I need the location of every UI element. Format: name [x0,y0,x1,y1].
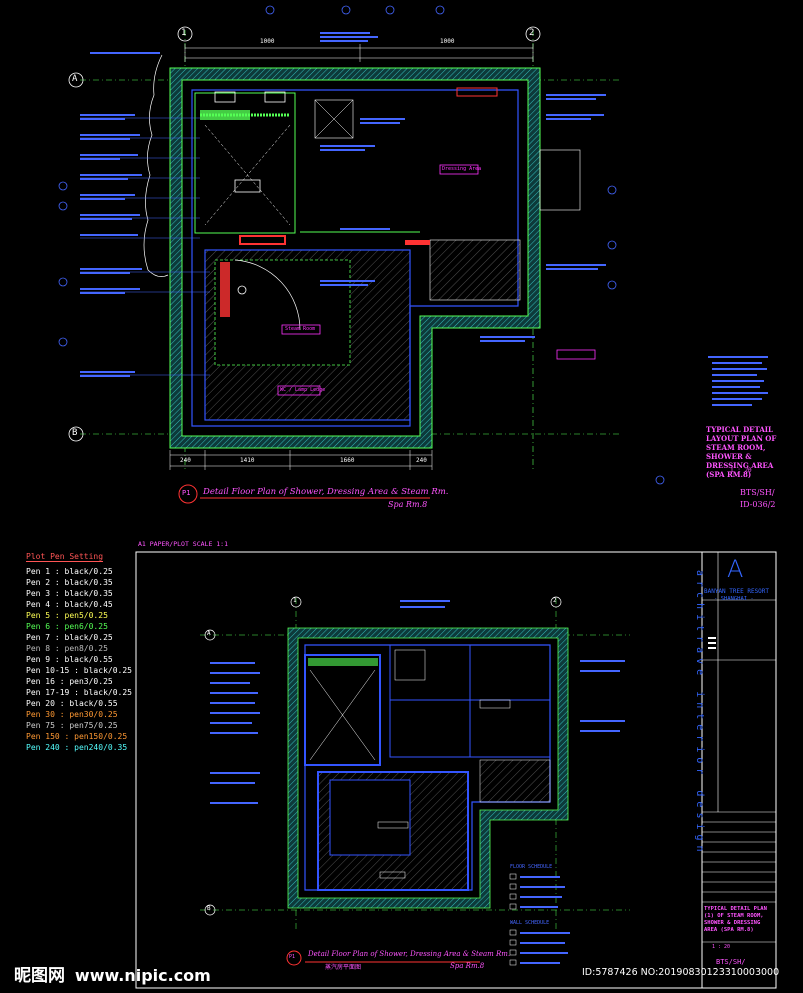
pen-row: Pen 240 : pen240/0.35 [26,743,128,752]
pen-row: Pen 2 : black/0.35 [26,578,113,587]
dim-bottom-1: 240 [180,457,191,464]
title-block-project: BANYAN TREE RESORT [704,588,770,595]
pen-row: Pen 150 : pen150/0.25 [26,732,128,741]
lower-grid-label-1: 1 [293,597,297,604]
dim-top-2: 1000 [440,38,455,45]
plan1-scale: 1 : 20 [730,467,752,474]
watermark-site-url: www.nipic.com [74,966,211,985]
annotation-text-mid [320,118,405,286]
plan1-subtitle: Spa Rm.8 [388,500,428,509]
plan2-title: Detail Floor Plan of Shower, Dressing Ar… [308,950,511,958]
pen-row: Pen 6 : pen6/0.25 [26,622,108,631]
title-block-logo-mark [708,637,716,649]
room-label-dressing: Dressing Area [442,166,482,172]
plan1-drawing-no-1: BTS/SH/ [740,488,775,497]
plan1-badge-circle [178,484,198,504]
dressing-area [300,87,581,301]
pen-row: Pen 10-15 : black/0.25 [26,666,132,675]
lower-annotation-lines [210,600,625,804]
pen-row: Pen 16 : pen3/0.25 [26,677,113,686]
plan1-badge: P1 [182,489,191,497]
section-markers-left [58,181,665,485]
plan2-chinese-title: 蒸汽房平面图 [325,964,362,971]
plan1-drawing-no-2: ID-036/2 [740,500,776,509]
pen-row: Pen 75 : pen75/0.25 [26,721,118,730]
title-block-logo-letter: A [727,555,744,583]
steam-room [204,235,411,421]
dim-top-1: 1000 [260,38,275,45]
pen-row: Pen 7 : black/0.25 [26,633,113,642]
lower-grid-label-A: A [207,630,211,637]
watermark-site-cn: 昵图网 [14,966,65,986]
pen-row: Pen 20 : black/0.55 [26,699,118,708]
dim-bottom-3: 1660 [340,457,355,464]
grid-bubbles-lower [204,596,562,916]
watermark-id: ID:5787426 NO:20190830123310003000 [582,967,780,978]
title-block-scale: 1 : 20 [712,944,731,950]
plan1-title: Detail Floor Plan of Shower, Dressing Ar… [203,487,449,497]
watermark-site: 昵图网 www.nipic.com [14,961,211,986]
plan2-subtitle: Spa Rm.8 [450,962,485,970]
title-block-vertical-text: architrave interior design [694,570,705,857]
room-label-wc: WC / Lamp Ledge [280,387,326,393]
general-notes [708,356,768,406]
room-tags [277,164,596,396]
annotation-text-left [80,52,160,377]
grid-label-1: 1 [181,28,187,38]
shower-block [194,91,296,234]
dim-bottom-4: 240 [416,457,427,464]
dim-bottom-2: 1410 [240,457,255,464]
pen-row: Pen 9 : black/0.55 [26,655,113,664]
grid-label-B: B [72,428,78,438]
dimension-lines-bottom [169,450,433,470]
plot-pen-title: Plot Pen Setting [26,552,104,562]
section-markers-top [265,5,445,15]
pen-row: Pen 30 : pen30/0.25 [26,710,118,719]
grid-bubbles-upper [68,26,541,442]
floor-schedule-items [509,873,517,966]
grid-label-A: A [72,74,78,84]
grid-label-2: 2 [529,28,535,38]
plan1-side-title: TYPICAL DETAIL LAYOUT PLAN OF STEAM ROOM… [706,425,777,479]
lower-shower-block [304,654,381,766]
dimension-lines-top [184,44,534,62]
planting-outline [143,54,169,277]
pen-row: Pen 8 : pen8/0.25 [26,644,108,653]
floor-schedule-text [520,876,570,964]
title-block-frame [701,551,777,989]
title-block-location: - SHANGHAI - [714,596,754,602]
lower-grid-label-B: B [207,905,211,912]
title-block-drawing-no: BTS/SH/ [716,958,746,966]
title-block-drawing-title: TYPICAL DETAIL PLAN (1) OF STEAM ROOM, S… [704,906,767,933]
annotation-text-right [320,32,606,342]
plan2-badge-circle [286,950,302,966]
pen-row: Pen 17-19 : black/0.25 [26,688,132,697]
lower-grid-label-2: 2 [553,597,557,604]
pen-row: Pen 4 : black/0.45 [26,600,113,609]
room-label-steam: Steam Room [285,326,316,332]
pen-row: Pen 5 : pen5/0.25 [26,611,108,620]
wall-schedule-title: WALL SCHEDULE [510,920,550,926]
lower-steam-room [317,771,469,891]
lower-dressing-area [389,644,551,803]
title-block-grid [702,599,776,943]
pen-row: Pen 1 : black/0.25 [26,567,113,576]
plan2-badge: P1 [289,954,296,960]
pen-row: Pen 3 : black/0.35 [26,589,113,598]
sheet-header: A1 PAPER/PLOT SCALE 1:1 [138,540,229,548]
floor-schedule-title: FLOOR SCHEDULE [510,864,553,870]
